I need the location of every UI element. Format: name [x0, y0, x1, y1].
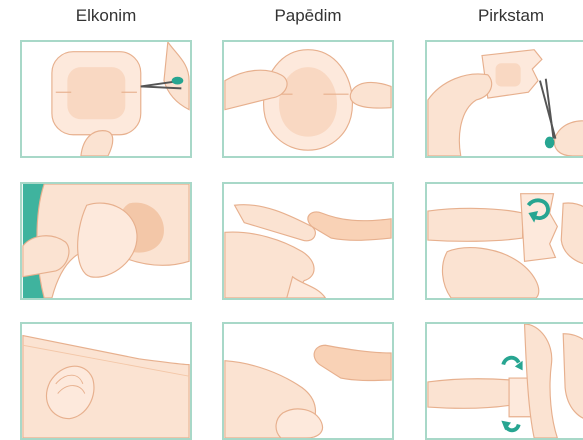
finger-step-1-panel	[425, 40, 583, 158]
column-title-papedim: Papēdim	[222, 6, 394, 26]
fold-arrow-icon	[503, 358, 522, 371]
heel-dressing-applied-illustration	[224, 324, 392, 438]
dressing-trimming-illustration	[22, 42, 190, 156]
elbow-step-3-panel	[20, 322, 192, 440]
elbow-step-1-panel	[20, 40, 192, 158]
finger-dressing-wrapping-illustration	[427, 184, 583, 298]
column-title-elkonim: Elkonim	[20, 6, 192, 26]
heel-step-3-panel	[222, 322, 394, 440]
heel-step-2-panel	[222, 182, 394, 300]
elbow-dressing-applied-illustration	[22, 324, 190, 438]
finger-dressing-cutting-illustration	[427, 42, 583, 156]
finger-dressing-folded-illustration	[427, 324, 583, 438]
column-title-pirkstam: Pirkstam	[425, 6, 583, 26]
heel-step-1-panel	[222, 40, 394, 158]
heel-dressing-illustration	[224, 42, 392, 156]
elbow-dressing-applying-illustration	[22, 184, 190, 298]
finger-step-3-panel	[425, 322, 583, 440]
scissors-icon	[540, 79, 555, 149]
elbow-step-2-panel	[20, 182, 192, 300]
finger-step-2-panel	[425, 182, 583, 300]
heel-dressing-applying-illustration	[224, 184, 392, 298]
fold-arrow-icon	[501, 421, 518, 431]
